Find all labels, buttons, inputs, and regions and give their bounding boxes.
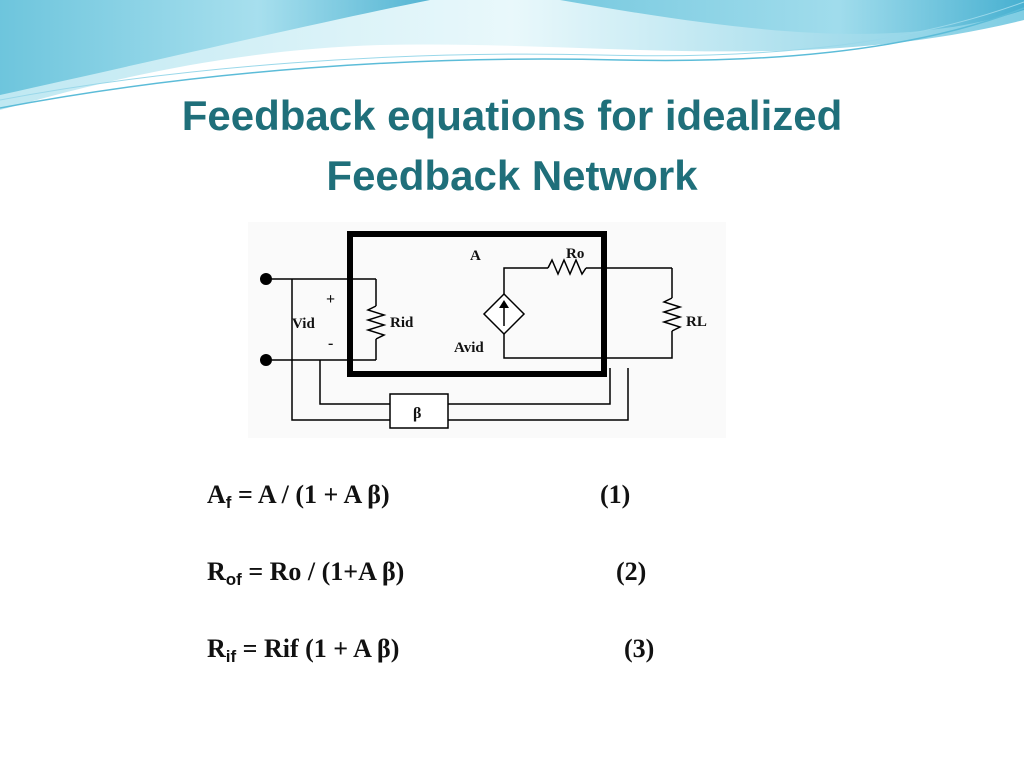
header-swoosh-decoration (0, 0, 1024, 110)
equation-2-number: (2) (616, 557, 647, 586)
ro-resistor (547, 258, 587, 276)
feedback-circuit-diagram: A Ro + Vid Rid Avid - RL β (248, 222, 726, 438)
equation-2: Rof = Ro / (1+A β) (207, 557, 405, 589)
title-line-1: Feedback equations for idealized (181, 92, 843, 139)
equation-1: Af = A / (1 + A β) (207, 480, 390, 512)
input-terminal-top (260, 273, 272, 285)
label-plus: + (326, 291, 335, 308)
label-rid: Rid (390, 315, 414, 331)
amplifier-block (347, 231, 607, 377)
title-line-2: Feedback Network (326, 152, 698, 199)
diagram-background (248, 222, 726, 438)
label-avid: Avid (454, 340, 484, 356)
rl-resistor (661, 297, 683, 332)
equation-3-number: (3) (624, 634, 655, 663)
slide-title: Feedback equations for idealized Feedbac… (0, 86, 1024, 206)
input-terminal-bottom (260, 354, 272, 366)
beta-block (389, 393, 449, 429)
label-amplifier: A (470, 248, 481, 264)
equation-3: Rif = Rif (1 + A β) (207, 634, 400, 666)
label-beta: β (413, 405, 421, 422)
label-vid: Vid (292, 316, 315, 332)
label-rl: RL (686, 314, 707, 330)
label-ro: Ro (566, 246, 584, 262)
equation-1-number: (1) (600, 480, 631, 509)
rid-resistor (365, 305, 387, 340)
label-minus: - (328, 335, 333, 352)
